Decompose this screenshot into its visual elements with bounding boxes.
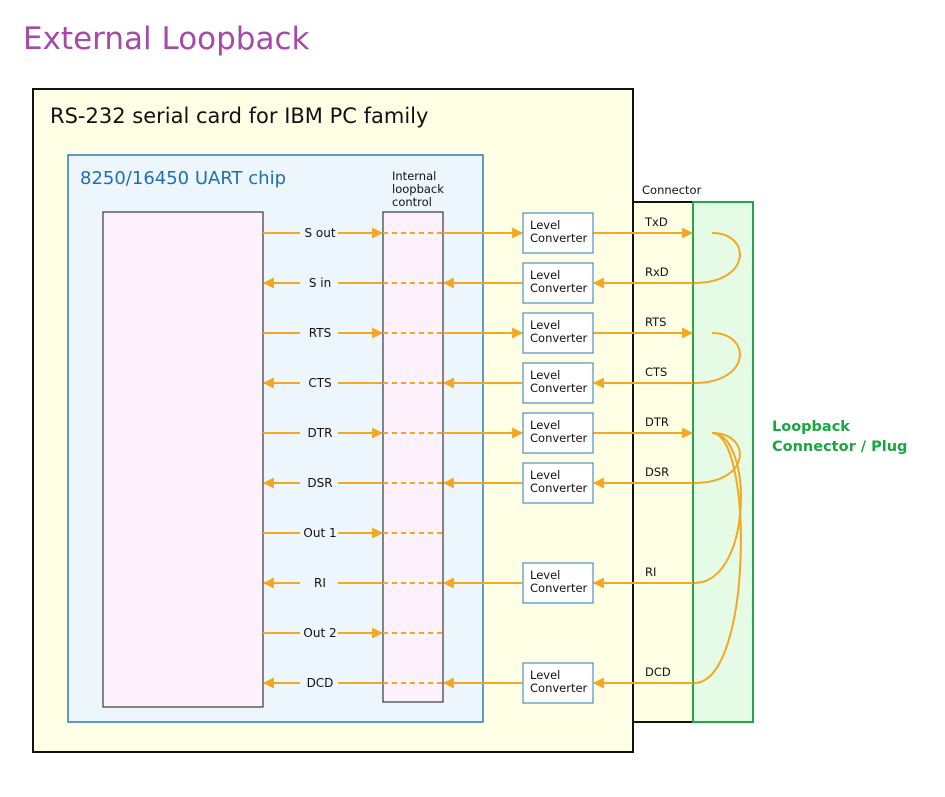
loopback-control-line-3: control	[392, 195, 432, 209]
level-converter-text-2-s-in: Converter	[530, 281, 588, 295]
signal-label-s-out: S out	[304, 226, 335, 240]
level-converter-cts	[522, 362, 594, 404]
connector-pin-cts: CTS	[645, 365, 667, 379]
uart-title: 8250/16450 UART chip	[80, 168, 286, 189]
signal-label-dcd: DCD	[307, 676, 334, 690]
connector-strip	[632, 201, 694, 723]
signal-label-dsr: DSR	[307, 476, 332, 490]
plug-label-line-2: Connector / Plug	[772, 439, 907, 455]
signal-label-bg-ri	[288, 575, 350, 592]
signal-label-bg-s-out	[288, 225, 350, 242]
signal-label-rts: RTS	[309, 326, 331, 340]
signal-label-out-1: Out 1	[303, 526, 336, 540]
signal-label-out-2: Out 2	[303, 626, 336, 640]
level-converter-text-2-rts: Converter	[530, 331, 588, 345]
connector-pin-txd: TxD	[644, 215, 668, 229]
level-converter-text-2-dsr: Converter	[530, 481, 588, 495]
loopback-plug	[692, 201, 754, 723]
level-converter-text-1-s-in: Level	[530, 268, 560, 282]
level-converter-dtr	[522, 412, 594, 454]
level-converter-dcd	[522, 662, 594, 704]
level-converter-text-2-dtr: Converter	[530, 431, 588, 445]
level-converter-dsr	[522, 462, 594, 504]
signal-label-bg-dsr	[288, 475, 350, 492]
level-converter-text-2-dcd: Converter	[530, 681, 588, 695]
connector-pin-dcd: DCD	[645, 665, 671, 679]
level-converter-text-2-cts: Converter	[530, 381, 588, 395]
level-converter-text-2-s-out: Converter	[530, 231, 588, 245]
loopback-control-line-1: Internal	[392, 169, 436, 183]
signal-label-bg-cts	[288, 375, 350, 392]
signal-label-bg-rts	[288, 325, 350, 342]
level-converter-text-1-dtr: Level	[530, 418, 560, 432]
level-converter-rts	[522, 312, 594, 354]
level-converter-ri	[522, 562, 594, 604]
card-title: RS-232 serial card for IBM PC family	[50, 104, 428, 128]
signal-label-dtr: DTR	[308, 426, 333, 440]
signal-label-bg-out-2	[288, 625, 350, 642]
level-converter-text-1-dcd: Level	[530, 668, 560, 682]
level-converter-text-1-rts: Level	[530, 318, 560, 332]
level-converter-text-1-dsr: Level	[530, 468, 560, 482]
level-converter-text-1-cts: Level	[530, 368, 560, 382]
connector-label: Connector	[642, 183, 702, 197]
level-converter-s-out	[522, 212, 594, 254]
signal-label-ri: RI	[314, 576, 326, 590]
loopback-wire-txd-rxd	[693, 232, 741, 284]
loopback-wire-dtr-dcd	[693, 432, 742, 684]
signal-label-bg-dcd	[288, 675, 350, 692]
signal-label-s-in: S in	[309, 276, 331, 290]
connector-pin-rxd: RxD	[645, 265, 669, 279]
level-converter-text-2-ri: Converter	[530, 581, 588, 595]
uart-chip-body	[102, 211, 264, 708]
level-converter-text-1-s-out: Level	[530, 218, 560, 232]
plug-label-line-1: Loopback	[772, 419, 850, 435]
signal-label-bg-dtr	[288, 425, 350, 442]
page-title: External Loopback	[23, 21, 310, 57]
loopback-wire-dtr-dsr	[693, 432, 741, 484]
connector-pin-dtr: DTR	[645, 415, 669, 429]
loopback-control-box	[382, 211, 444, 703]
signal-label-bg-out-1	[288, 525, 350, 542]
connector-pin-dsr: DSR	[645, 465, 669, 479]
signal-label-bg-s-in	[288, 275, 350, 292]
connector-pin-ri: RI	[645, 565, 656, 579]
connector-pin-rts: RTS	[645, 315, 666, 329]
level-converter-text-1-ri: Level	[530, 568, 560, 582]
signal-label-cts: CTS	[308, 376, 331, 390]
loopback-control-line-2: loopback	[392, 182, 444, 196]
level-converter-s-in	[522, 262, 594, 304]
loopback-wire-rts-cts	[693, 332, 741, 384]
